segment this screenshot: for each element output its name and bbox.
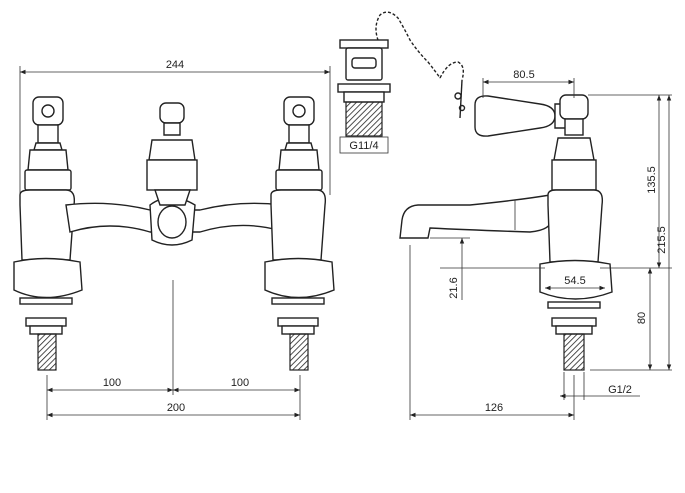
side-lever [474, 95, 571, 137]
dim-label-100-left: 100 [103, 377, 121, 389]
dim-label-80: 80 [636, 312, 648, 324]
side-valve-head [551, 94, 597, 191]
dim-label-21-6: 21.6 [448, 277, 460, 298]
side-valve-body [539, 189, 613, 371]
dimension-centres: 100 100 200 [46, 280, 301, 420]
dimension-54-5: 54.5 [545, 275, 605, 291]
dimension-126: 126 [409, 245, 575, 420]
g12-thread-label: G1/2 [608, 384, 632, 396]
dim-label-126: 126 [485, 402, 503, 414]
dimension-21-6: 21.6 [430, 237, 545, 300]
dim-label-215-5: 215.5 [656, 226, 668, 254]
dim-label-135-5: 135.5 [646, 166, 658, 194]
bridge-body [65, 196, 283, 246]
side-view: 80.5 135.5 215.5 80 21.6 54.5 [399, 69, 672, 420]
dimension-heights: 135.5 215.5 80 [588, 94, 672, 371]
dim-label-244: 244 [166, 59, 184, 71]
waste-thread-label: G11/4 [349, 140, 378, 152]
dim-label-100-right: 100 [231, 377, 249, 389]
central-knob [146, 102, 198, 206]
front-view: 244 [13, 59, 335, 420]
waste-plug: G11/4 [337, 11, 466, 154]
right-valve [264, 96, 335, 371]
dim-label-80-5: 80.5 [513, 69, 534, 81]
side-spout [399, 194, 553, 239]
left-valve [13, 96, 83, 371]
dimension-80-5: 80.5 [482, 69, 575, 98]
dimension-overall-width: 244 [19, 59, 331, 195]
dim-label-54-5: 54.5 [564, 275, 585, 287]
dim-label-200: 200 [167, 402, 185, 414]
dimension-g12: G1/2 [560, 372, 640, 400]
